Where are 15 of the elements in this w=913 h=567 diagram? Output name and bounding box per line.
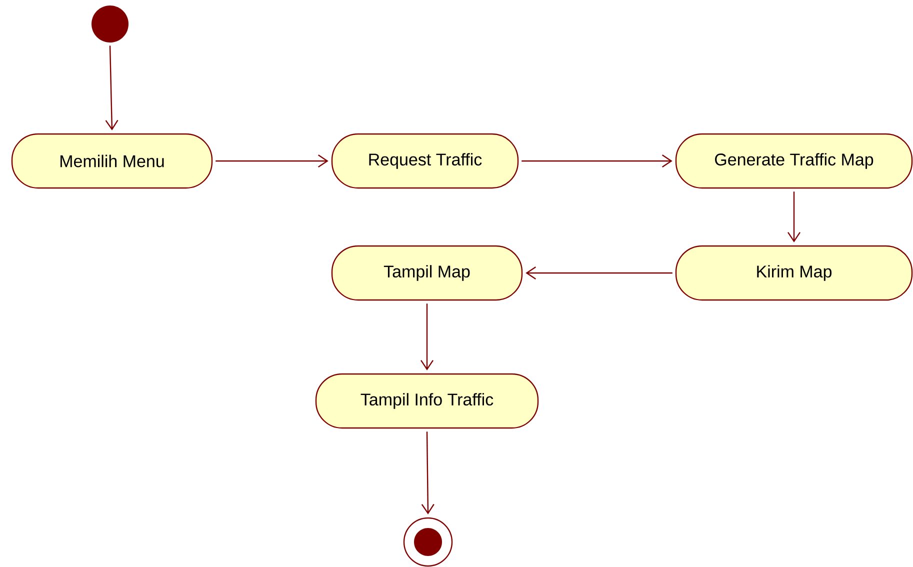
activity-box: Request Traffic xyxy=(331,133,519,189)
activity-box: Tampil Info Traffic xyxy=(315,373,539,429)
arrow xyxy=(522,154,672,168)
arrow xyxy=(216,154,328,168)
arrow xyxy=(526,266,672,280)
activity-box: Tampil Map xyxy=(331,245,523,301)
start-node xyxy=(92,6,128,42)
activity-box: Generate Traffic Map xyxy=(675,133,913,189)
activity-box: Memilih Menu xyxy=(11,133,213,189)
end-node xyxy=(403,517,453,567)
arrow xyxy=(420,304,434,370)
arrow xyxy=(788,192,800,242)
activity-box: Kirim Map xyxy=(675,245,913,301)
arrow xyxy=(105,46,118,130)
arrow xyxy=(421,432,434,514)
